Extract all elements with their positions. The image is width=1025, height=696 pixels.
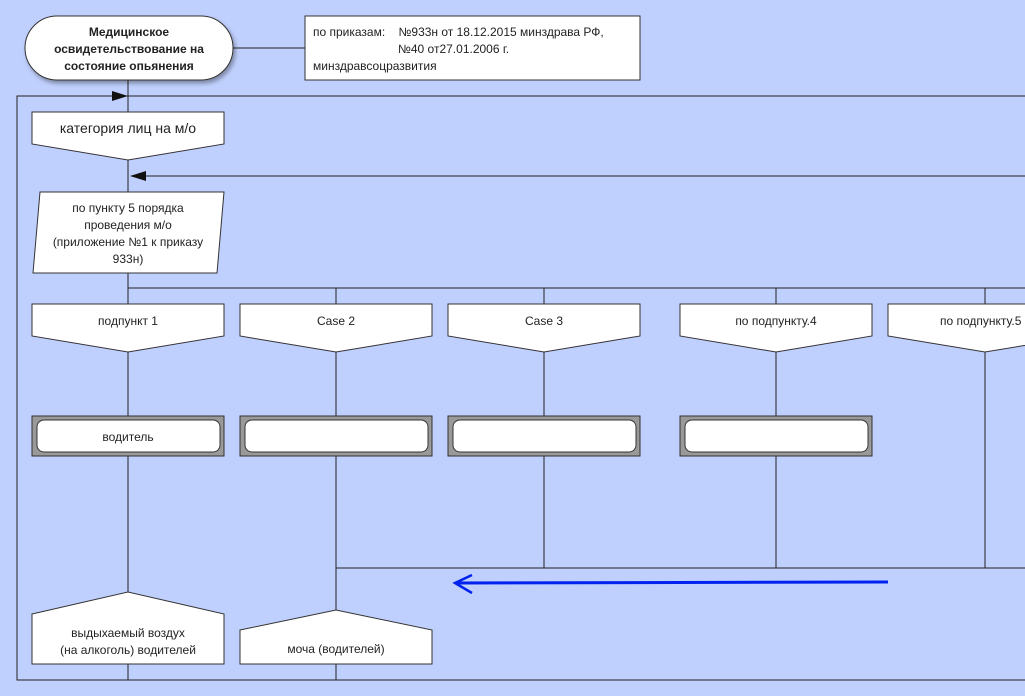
address-line: (на алкоголь) водителей	[60, 643, 196, 657]
address-1[interactable]: выдыхаемый воздух (на алкоголь) водителе…	[31, 591, 225, 665]
case-label: подпункт 1	[98, 314, 158, 328]
case-label: Case 2	[317, 314, 355, 328]
action-label: водитель	[102, 430, 153, 444]
action-4[interactable]	[679, 415, 873, 457]
blue-arrow-left-icon	[452, 573, 889, 595]
comment-line: по приказам: №933н от 18.12.2015 минздра…	[313, 25, 604, 39]
input-line: по пункту 5 порядка	[72, 201, 184, 215]
loop-arrow-left-icon	[130, 171, 146, 181]
address-2[interactable]: моча (водителей)	[239, 609, 433, 665]
connectors	[16, 47, 1025, 681]
case-label: по подпункту.4	[735, 314, 817, 328]
case-1[interactable]: подпункт 1	[31, 303, 225, 353]
case-4[interactable]: по подпункту.4	[679, 303, 873, 353]
address-line: моча (водителей)	[287, 642, 384, 656]
case-3[interactable]: Case 3	[447, 303, 641, 353]
comment-box[interactable]: по приказам: №933н от 18.12.2015 минздра…	[304, 15, 641, 81]
loop-arrow-right-icon	[112, 91, 128, 101]
title-terminator[interactable]: Медицинское освидетельствование на состо…	[24, 15, 234, 81]
input-line: 933н)	[113, 252, 144, 266]
comment-line: №40 от27.01.2006 г.	[398, 42, 509, 56]
action-1[interactable]: водитель	[31, 415, 225, 457]
comment-line: минздравсоцразвития	[313, 59, 437, 73]
case-5[interactable]: по подпункту.5	[887, 303, 1025, 353]
title-line: Медицинское	[89, 25, 170, 39]
input-line: проведения м/о	[84, 218, 172, 232]
case-label: Case 3	[525, 314, 563, 328]
input-block[interactable]: по пункту 5 порядка проведения м/о (прил…	[32, 191, 225, 274]
select-category[interactable]: категория лиц на м/о	[31, 111, 225, 161]
case-2[interactable]: Case 2	[239, 303, 433, 353]
select-label: категория лиц на м/о	[60, 120, 196, 136]
title-line: состояние опьянения	[64, 59, 194, 73]
input-line: (приложение №1 к приказу	[53, 235, 203, 249]
case-label: по подпункту.5	[940, 314, 1022, 328]
action-2[interactable]	[239, 415, 433, 457]
title-line: освидетельствование на	[54, 42, 204, 56]
action-3[interactable]	[447, 415, 641, 457]
address-line: выдыхаемый воздух	[71, 626, 185, 640]
